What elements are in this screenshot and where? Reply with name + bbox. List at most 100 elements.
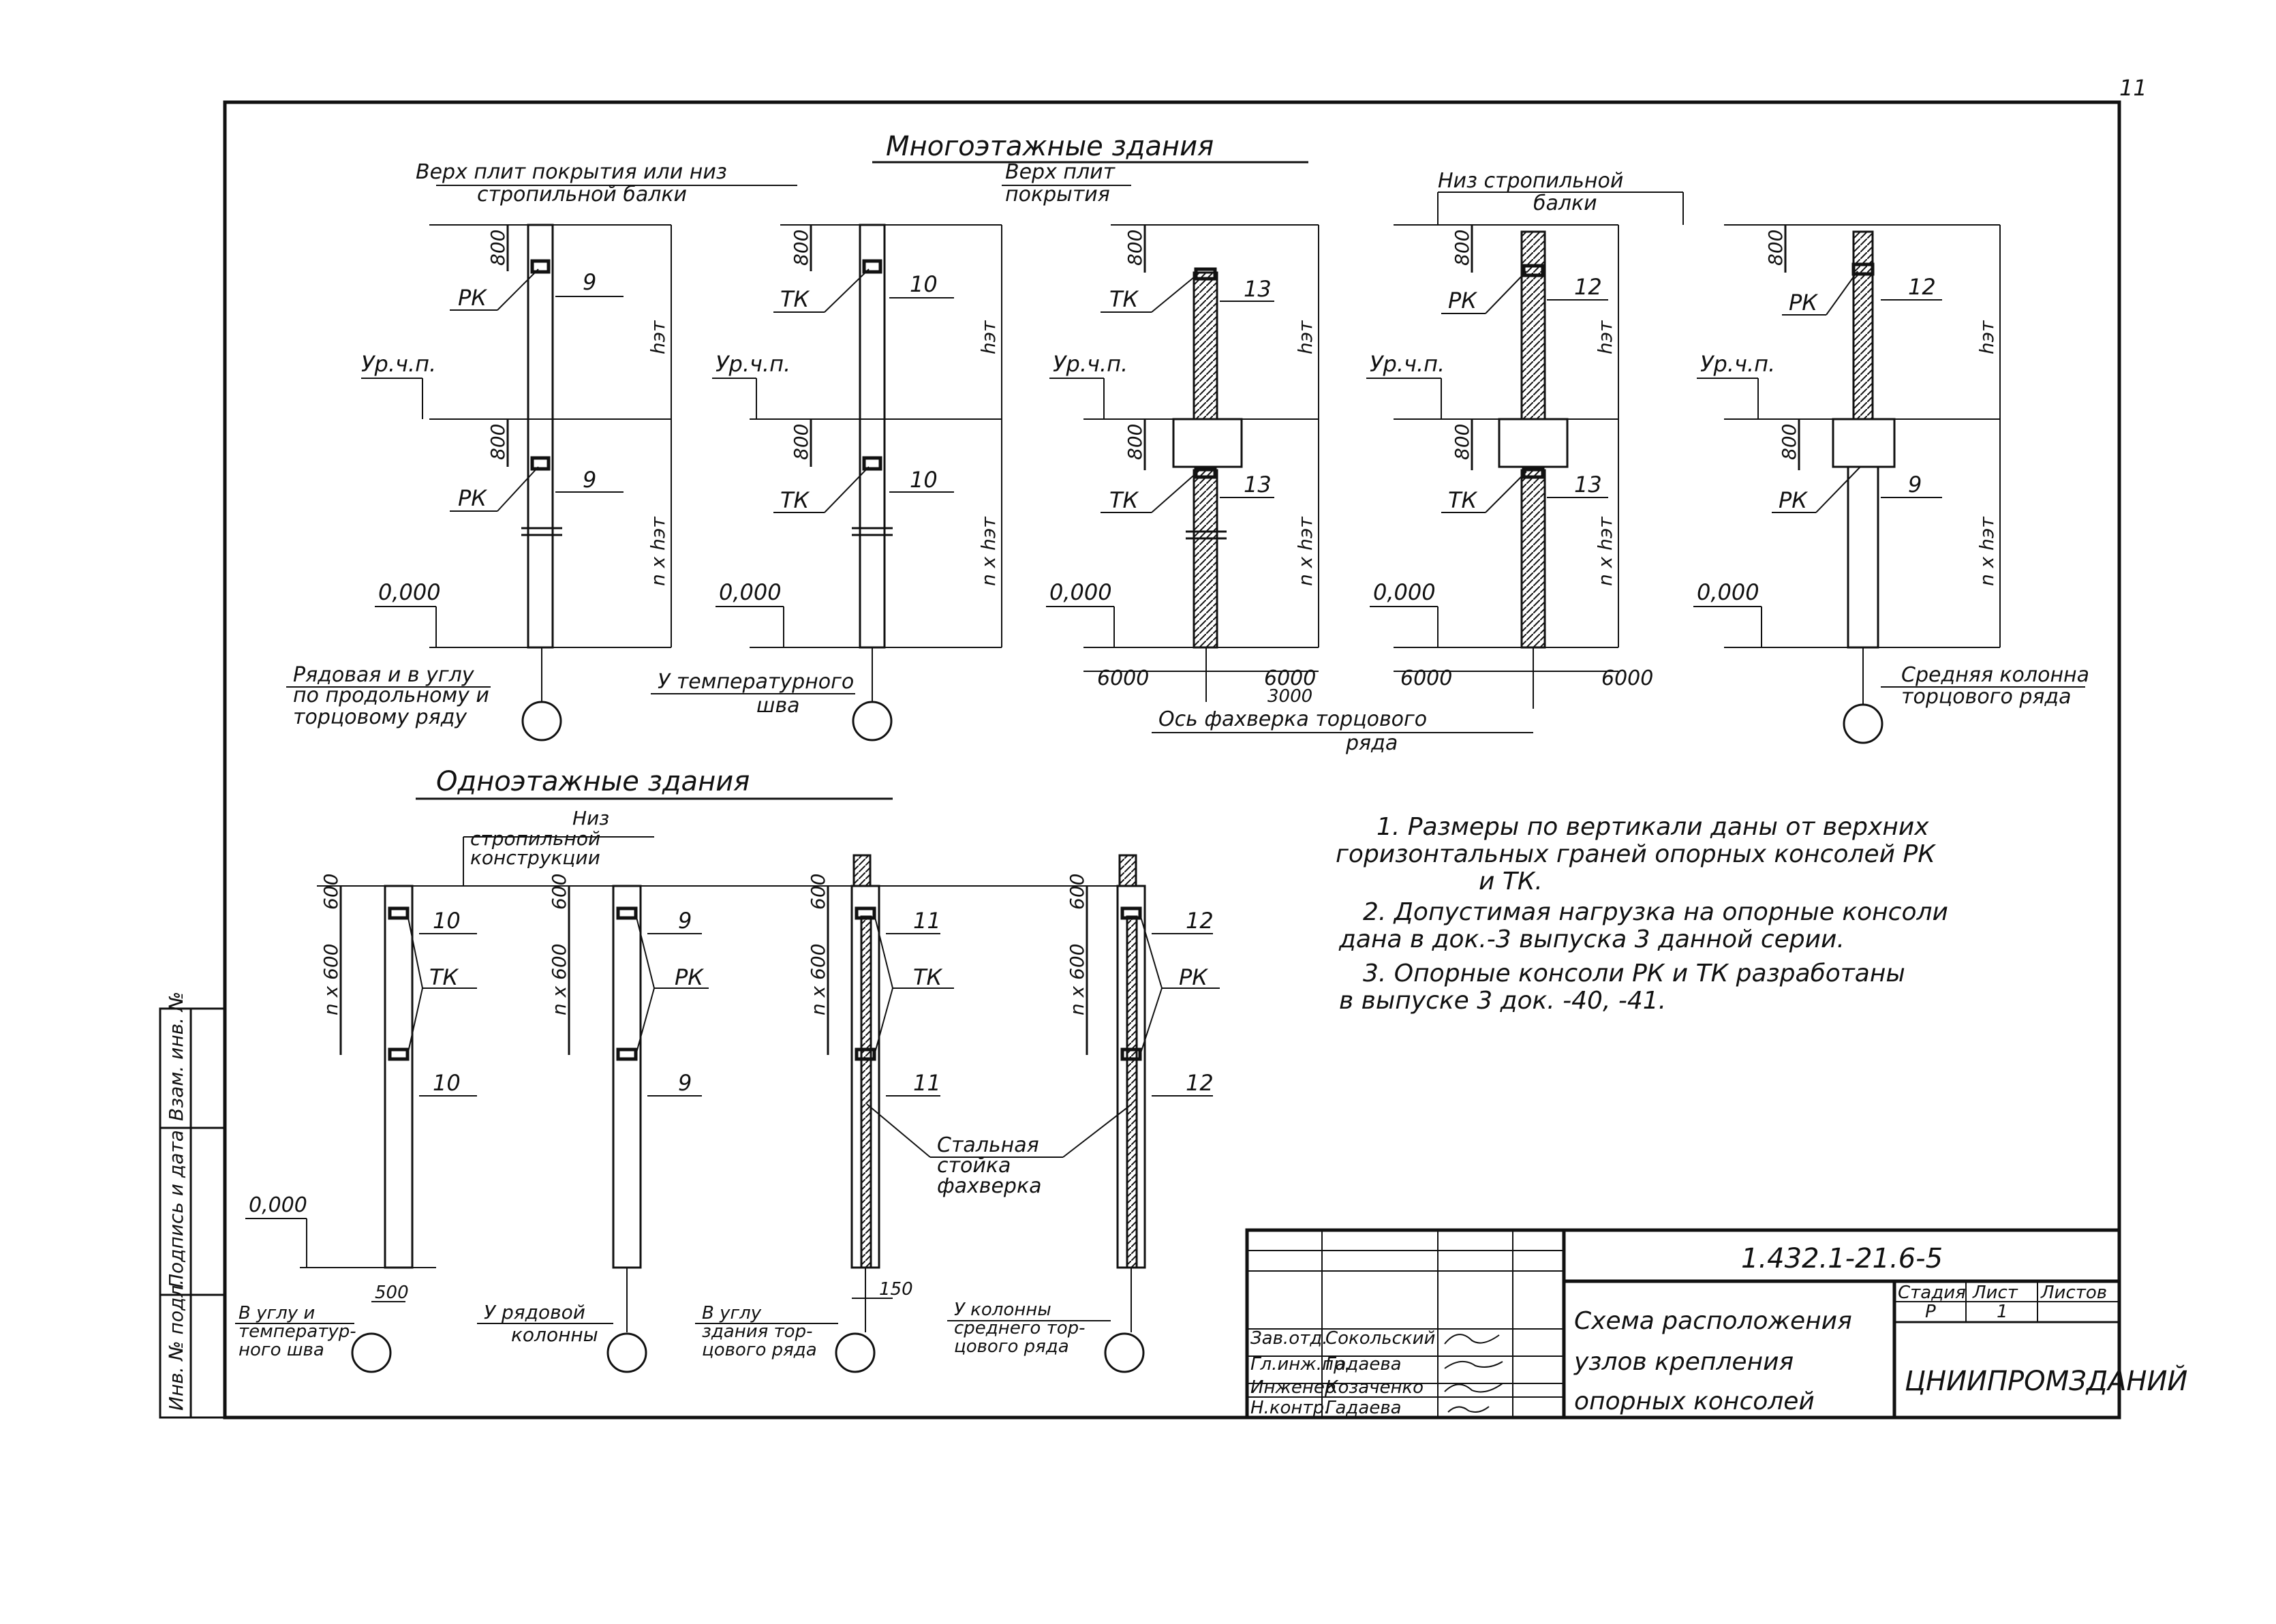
ms-column-2: 800 800 ТК 10 ТК 10 hэт n x hэт Ур.ч.п. … <box>651 224 1002 741</box>
n-h-et: n x hэт <box>1975 517 1998 586</box>
node-num: 9 <box>583 269 596 295</box>
node-label: ТК <box>780 286 810 312</box>
page-number: 11 <box>2119 75 2147 101</box>
ss-label: ТК <box>429 964 459 990</box>
signature-3 <box>1444 1383 1503 1393</box>
ms-caption-2b: шва <box>756 694 800 718</box>
ms-caption-3b: ряда <box>1345 731 1398 755</box>
level-zero: 0,000 <box>1049 579 1112 605</box>
stage-value: Р <box>1925 1302 1936 1322</box>
signature-4 <box>1447 1406 1490 1413</box>
role: Зав.отд. <box>1250 1328 1327 1349</box>
name: Гадаева <box>1325 1398 1402 1418</box>
stamp-inv-label: Инв. № подл. <box>165 1279 187 1411</box>
node-label: РК <box>1789 290 1818 316</box>
steel-post-1: Стальная <box>937 1133 1039 1157</box>
note-line: дана в док.-3 выпуска 3 данной серии. <box>1338 925 1845 953</box>
level-ur: Ур.ч.п. <box>361 351 436 377</box>
ms-column-5: 800 800 РК 12 РК 9 hэт n x hэт Ур.ч.п. 0… <box>1693 224 2089 744</box>
title-line-3: опорных консолей <box>1574 1388 1815 1415</box>
node-num: 13 <box>1574 472 1602 497</box>
note-line: горизонтальных граней опорных консолей Р… <box>1336 840 1936 868</box>
name: Козаченко <box>1325 1377 1424 1398</box>
ss-num: 10 <box>433 1070 461 1096</box>
stamp-replace-label: Взам. инв. № <box>165 992 187 1121</box>
level-zero: 0,000 <box>1697 579 1759 605</box>
ss-num: 12 <box>1186 908 1214 934</box>
ss-num: 9 <box>678 908 692 934</box>
node-num: 10 <box>910 467 938 493</box>
n-h-et: n x hэт <box>1594 517 1616 586</box>
node-num: 13 <box>1244 276 1272 302</box>
dim-800: 800 <box>1778 424 1800 460</box>
node-label: ТК <box>1448 487 1478 513</box>
organization: ЦНИИПРОМЗДАНИЙ <box>1905 1364 2187 1397</box>
dim-600: 600 <box>1066 874 1088 910</box>
dim-600: 600 <box>320 874 342 910</box>
dim-800: 800 <box>1764 230 1787 266</box>
sheet-header: Лист <box>1972 1283 2018 1303</box>
single-storey-heading: Одноэтажные здания <box>436 766 750 797</box>
node-label: РК <box>1448 288 1477 313</box>
title-line-2: узлов крепления <box>1573 1348 1794 1376</box>
level-zero: 0,000 <box>719 579 782 605</box>
ss-caption-4c: цового ряда <box>954 1336 1069 1357</box>
dim-800: 800 <box>1124 230 1146 266</box>
level-ur: Ур.ч.п. <box>1053 351 1128 377</box>
span-6000: 6000 <box>1601 667 1653 690</box>
name: Сокольский <box>1325 1328 1435 1349</box>
role: Гл.инж.пр. <box>1250 1354 1351 1375</box>
steel-post-callout: Стальная стойка фахверка <box>866 1103 1133 1198</box>
ss-num: 12 <box>1186 1070 1214 1096</box>
n-600: n x 600 <box>1066 943 1088 1015</box>
ms-column-4: 800 800 РК 12 ТК 13 hэт n x hэт Ур.ч.п. … <box>1152 224 1653 755</box>
ss-column-1: 600 n x 600 10 ТК 10 0,000 500 В углу и … <box>235 874 477 1373</box>
note-line: в выпуске 3 док. -40, -41. <box>1339 987 1666 1015</box>
ss-caption-2a: У рядовой <box>484 1301 585 1323</box>
ms-caption-5a: Средняя колонна <box>1901 663 2089 687</box>
note-line: 1. Размеры по вертикали даны от верхних <box>1377 813 1929 841</box>
h-et: hэт <box>1594 320 1616 354</box>
n-h-et: n x hэт <box>1294 517 1317 586</box>
n-600: n x 600 <box>320 943 342 1015</box>
dim-500: 500 <box>375 1283 409 1303</box>
role: Инженер <box>1250 1377 1336 1398</box>
ss-num: 10 <box>433 908 461 934</box>
note-line: и ТК. <box>1479 868 1543 895</box>
h-et: hэт <box>1975 320 1998 354</box>
stamp-sign-label: Подпись и дата <box>165 1130 187 1288</box>
dim-800: 800 <box>487 230 509 266</box>
ss-column-2: 600 n x 600 9 РК 9 У рядовой колонны <box>477 874 709 1373</box>
ss-num: 11 <box>913 908 941 934</box>
ms-column-3: 800 800 ТК 13 ТК 13 hэт n x hэт Ур.ч.п. … <box>1046 224 1319 707</box>
side-stamp: Инв. № подл. Подпись и дата Взам. инв. № <box>159 992 226 1419</box>
name: Гадаева <box>1325 1354 1402 1375</box>
title-block: Зав.отд. Гл.инж.пр. Инженер Н.контр. Сок… <box>1245 1228 2187 1420</box>
ss-label: РК <box>1179 964 1208 990</box>
dim-600: 600 <box>548 874 570 910</box>
top-label-d2: балки <box>1533 191 1597 215</box>
ms-caption-5b: торцового ряда <box>1901 685 2072 709</box>
top-label-d1: Низ стропильной <box>1438 169 1623 193</box>
n-600: n x 600 <box>548 943 570 1015</box>
node-label: ТК <box>1109 286 1139 312</box>
top-label-c1: Верх плит <box>1005 160 1116 184</box>
dim-800: 800 <box>790 424 812 460</box>
signature-2 <box>1444 1361 1503 1369</box>
n-600: n x 600 <box>807 943 829 1015</box>
ss-caption-3c: цового ряда <box>702 1340 817 1360</box>
level-zero: 0,000 <box>1373 579 1436 605</box>
span-6000: 6000 <box>1264 667 1316 690</box>
note-line: 2. Допустимая нагрузка на опорные консол… <box>1363 898 1948 926</box>
dim-800: 800 <box>1451 424 1473 460</box>
ms-caption-1c: торцовому ряду <box>293 705 467 729</box>
top-label-b: стропильной балки <box>477 183 687 206</box>
node-num: 10 <box>910 271 938 297</box>
h-et: hэт <box>977 320 1000 354</box>
multi-storey-heading: Многоэтажные здания <box>886 131 1214 162</box>
ss-top-label-2: стропильной <box>470 827 600 850</box>
role: Н.контр. <box>1250 1398 1329 1418</box>
level-ur: Ур.ч.п. <box>716 351 790 377</box>
dim-800: 800 <box>1124 424 1146 460</box>
